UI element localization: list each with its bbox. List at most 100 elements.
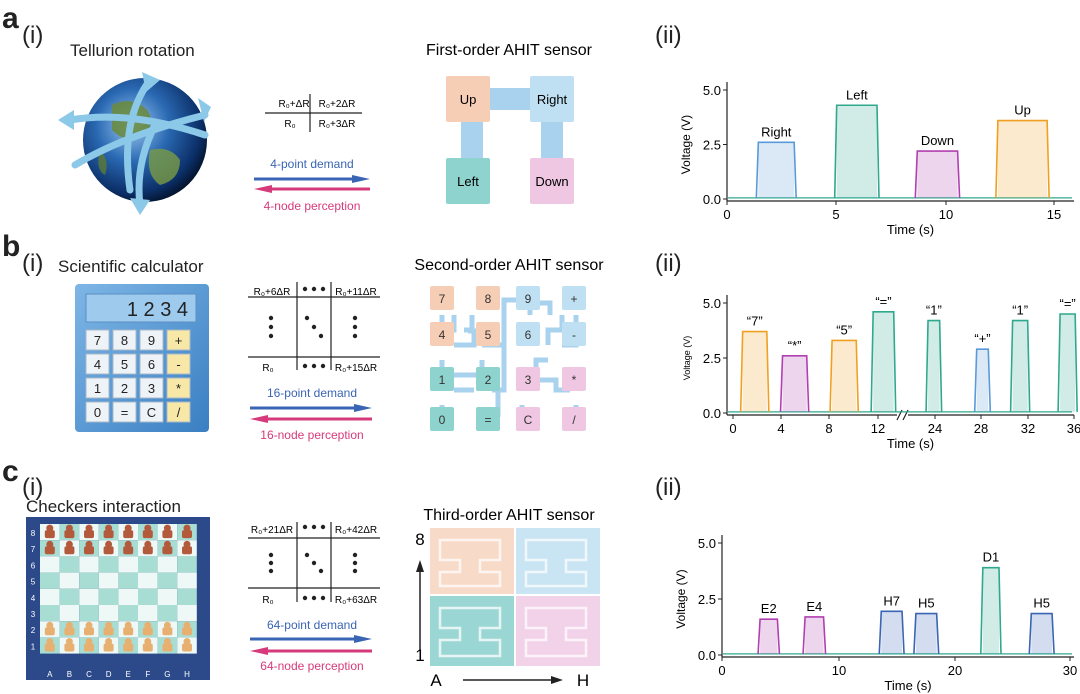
chess-piece-icon (103, 643, 114, 652)
checkers-board-frame (26, 517, 210, 680)
pulse-fill (805, 616, 824, 654)
board-square (138, 605, 158, 622)
globe-icon (83, 78, 207, 202)
pulse-fill (1060, 314, 1076, 412)
board-row-label: 5 (31, 578, 36, 587)
formula-c-bl: R₀ (262, 595, 273, 606)
chess-piece-icon (64, 530, 75, 539)
pulse-line (1009, 319, 1031, 412)
panel-letter-a: a (2, 2, 19, 35)
chess-piece-head-icon (46, 621, 54, 629)
sensor-b-node (562, 367, 586, 391)
pulse-line (870, 311, 897, 412)
chess-piece-head-icon (163, 638, 171, 645)
board-square (59, 556, 80, 573)
panel-a-sub-ii: (ii) (655, 22, 682, 49)
board-square (138, 524, 158, 541)
formula-a-bl: R₀ (284, 119, 295, 130)
calc-key-label: 4 (94, 357, 101, 372)
sensor-b-node-label: 5 (485, 328, 492, 342)
board-square (79, 556, 99, 573)
x-tick-label: 10 (939, 207, 953, 222)
demand-arrow-a (254, 175, 370, 183)
chess-piece-icon (64, 643, 75, 652)
sensor-b-node-label: + (570, 292, 577, 306)
pulse-fill (832, 340, 857, 412)
sensor-b-node-label: 2 (485, 373, 492, 387)
panel-b-sub-ii: (ii) (655, 250, 682, 277)
pulse-line (833, 104, 880, 198)
pulse-label: “1” (1012, 303, 1028, 318)
calc-key (85, 329, 110, 351)
sensor-b-node (516, 286, 540, 310)
calculator-title: Scientific calculator (58, 257, 204, 276)
pulse-line (779, 355, 810, 412)
sensor-b-node (516, 407, 540, 431)
pulse-fill (873, 311, 894, 412)
sensor-b-node-label: 6 (525, 328, 532, 342)
sensor-title-b: Second-order AHIT sensor (414, 257, 604, 274)
x-axis-label: Time (s) (887, 436, 934, 451)
sensor-b-node-label: - (572, 328, 576, 342)
pulse-fill (760, 619, 778, 654)
sensor-b-node (476, 322, 500, 346)
node-left: Left (457, 174, 479, 189)
calc-key (166, 329, 191, 351)
board-square (118, 556, 138, 573)
first-order-sensor (446, 76, 574, 204)
chess-piece-head-icon (105, 540, 113, 548)
board-square (40, 621, 60, 638)
pulse-label: E2 (761, 601, 777, 616)
calc-key (112, 401, 137, 423)
calc-key-label: C (147, 405, 156, 420)
calc-key-label: 0 (94, 405, 101, 420)
board-square (157, 605, 178, 622)
pulse-line (802, 616, 827, 654)
y-tick-label: 2.5 (698, 592, 716, 607)
board-square (177, 572, 197, 589)
chess-piece-icon (44, 530, 55, 539)
chess-piece-icon (44, 643, 55, 652)
sensor-b-node-label: 9 (525, 292, 532, 306)
chess-piece-icon (182, 643, 192, 652)
calc-key-label: 1 (94, 381, 101, 396)
board-square (79, 588, 99, 605)
chess-piece-head-icon (183, 638, 191, 645)
board-square (98, 524, 119, 541)
pulse-label: “=” (1060, 296, 1076, 311)
x-tick-label: 5 (832, 207, 839, 222)
chess-piece-icon (64, 627, 75, 636)
calc-key-label: / (177, 405, 181, 420)
pulse-label: “+” (974, 331, 990, 346)
axis-break-icon (896, 409, 903, 421)
y-axis-label: Voltage (V) (674, 569, 688, 628)
chess-piece-head-icon (46, 524, 54, 532)
pulse-line (925, 319, 943, 412)
board-square (138, 556, 158, 573)
board-square (98, 637, 119, 654)
calc-key (112, 353, 137, 375)
chess-piece-head-icon (124, 621, 132, 629)
chess-piece-icon (84, 643, 94, 652)
calc-key (139, 377, 164, 399)
board-square (98, 621, 119, 638)
sensor-b-node (476, 407, 500, 431)
chess-piece-head-icon (65, 524, 73, 532)
pulse-fill (915, 613, 937, 654)
perception-arrow-b (250, 415, 372, 423)
chess-piece-head-icon (183, 524, 191, 532)
x-axis-label: Time (s) (887, 222, 934, 237)
chess-piece-head-icon (163, 540, 171, 548)
sensor-c-horizontal-axis (463, 676, 563, 684)
board-square (40, 556, 60, 573)
sensor-b-node-label: = (484, 413, 491, 427)
calc-key (85, 401, 110, 423)
rotation-arrowheads-icon (58, 72, 211, 215)
board-square (177, 588, 197, 605)
chess-piece-icon (103, 530, 114, 539)
board-square (40, 524, 60, 541)
sensor-b-node-label: 3 (525, 373, 532, 387)
